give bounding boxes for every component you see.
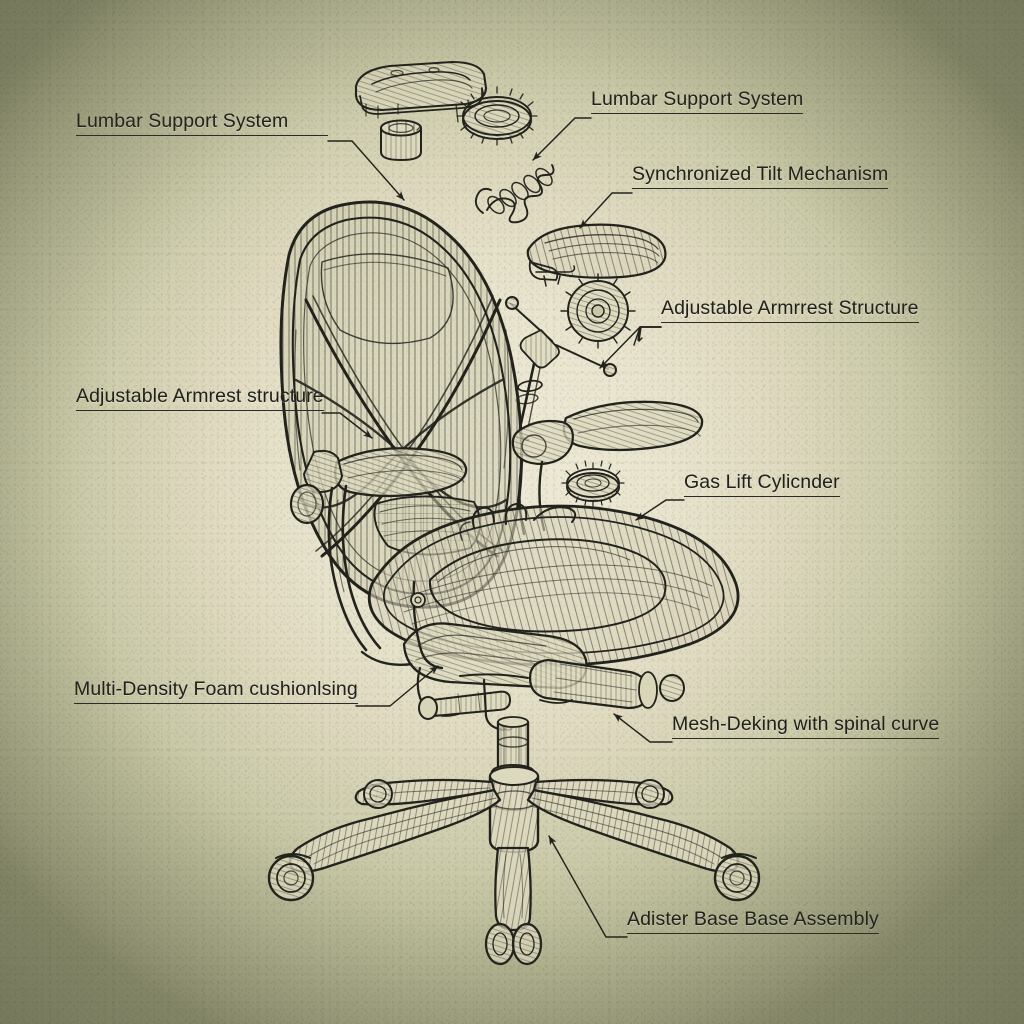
callout-gas-lift: Gas Lift Cylicnder <box>684 471 840 498</box>
armrest-left <box>289 447 468 666</box>
caster-rear-left <box>363 779 393 809</box>
tilt-mechanism <box>402 580 685 732</box>
callout-armrest-left: Adjustable Armrest structure <box>76 385 324 412</box>
caster-rear-right <box>635 779 665 809</box>
leader-lines <box>321 117 685 938</box>
part-mid-cog <box>561 460 625 507</box>
leader-lumbar-right <box>532 117 592 161</box>
callout-foam-cushion: Multi-Density Foam cushionlsing <box>74 678 358 705</box>
callout-base-assembly: Adister Base Base Assembly <box>627 908 879 935</box>
five-star-base <box>267 766 761 966</box>
caster-front <box>484 922 543 966</box>
callout-armrest-right: Adjustable Armrrest Structure <box>661 297 919 324</box>
part-lever-rod <box>505 296 617 442</box>
callout-mesh-decking: Mesh-Deking with spinal curve <box>672 713 940 740</box>
leader-armrest-left <box>321 412 373 439</box>
part-cylindrical-nut <box>380 119 422 161</box>
armrest-right <box>511 400 704 536</box>
part-coil-spring <box>474 164 555 224</box>
leader-mesh-decking <box>613 713 673 743</box>
part-upper-cog <box>456 86 538 146</box>
leader-tilt <box>579 192 633 229</box>
part-lumbar-pad <box>354 60 488 123</box>
caster-right <box>713 853 761 902</box>
leader-base-assembly <box>548 835 628 938</box>
callout-lumbar-right: Lumbar Support System <box>591 88 804 115</box>
caster-left <box>267 853 315 902</box>
leader-armrest-right <box>599 326 662 369</box>
callout-synchronized-tilt: Synchronized Tilt Mechanism <box>632 163 889 190</box>
leader-gas-lift <box>635 499 685 521</box>
callout-lumbar-left: Lumbar Support System <box>76 110 328 137</box>
part-tilt-housing <box>526 223 667 287</box>
leader-lumbar-left <box>327 140 405 201</box>
leader-foam-cushion <box>355 665 439 707</box>
part-drive-gear <box>560 273 636 349</box>
